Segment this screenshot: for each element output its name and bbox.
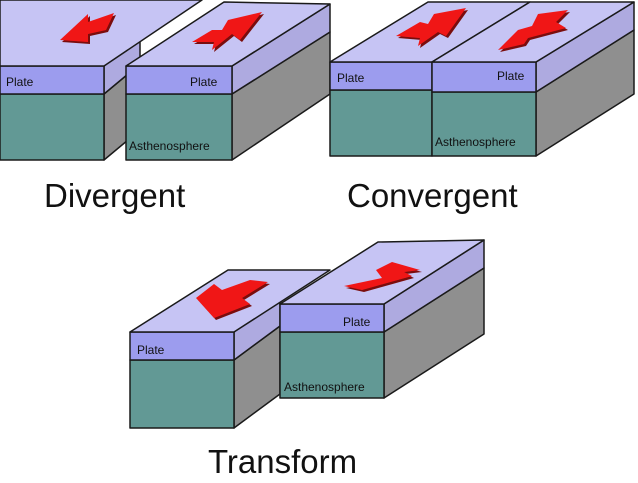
asthenosphere-label: Asthenosphere: [435, 135, 516, 149]
transform-back-block: Plate Asthenosphere: [279, 239, 485, 399]
transform-front-block: Plate: [129, 269, 331, 429]
plate-label: Plate: [337, 71, 365, 85]
right-pointing-arrow: [396, 8, 466, 46]
plate-label: Plate: [6, 75, 34, 89]
asthenosphere-label: Asthenosphere: [129, 139, 210, 153]
plate-label: Plate: [137, 343, 165, 357]
divergent-diagram: Plate Plate Asthenosphere Divergent: [0, 0, 331, 214]
convergent-right-block: Plate Asthenosphere: [431, 1, 635, 157]
asthenosphere-label: Asthenosphere: [284, 380, 365, 394]
convergent-left-block: Plate: [329, 1, 531, 157]
up-pointing-arrow: [344, 262, 420, 290]
convergent-diagram: Plate Plate Asthenosphere Convergent: [329, 1, 635, 214]
right-pointing-arrow: [192, 12, 262, 50]
convergent-left-mantle-front: [329, 89, 433, 157]
transform-front-mantle-front: [129, 359, 235, 429]
divergent-left-block: Plate: [0, 0, 203, 161]
divergent-left-mantle-front: [0, 93, 105, 161]
transform-diagram: Plate Plate Asthenosphere Transform: [129, 239, 485, 480]
left-pointing-arrow: [498, 10, 568, 50]
plate-label: Plate: [497, 69, 525, 83]
plate-label: Plate: [343, 315, 371, 329]
divergent-right-block: Plate Asthenosphere: [125, 1, 331, 161]
diagram-title-convergent: Convergent: [347, 177, 518, 214]
diagram-title-transform: Transform: [208, 443, 357, 478]
left-pointing-arrow: [60, 13, 114, 42]
down-pointing-arrow: [196, 280, 268, 318]
plate-label: Plate: [190, 75, 218, 89]
diagram-title-divergent: Divergent: [44, 177, 185, 214]
divergent-left-plate-top: [0, 0, 203, 67]
